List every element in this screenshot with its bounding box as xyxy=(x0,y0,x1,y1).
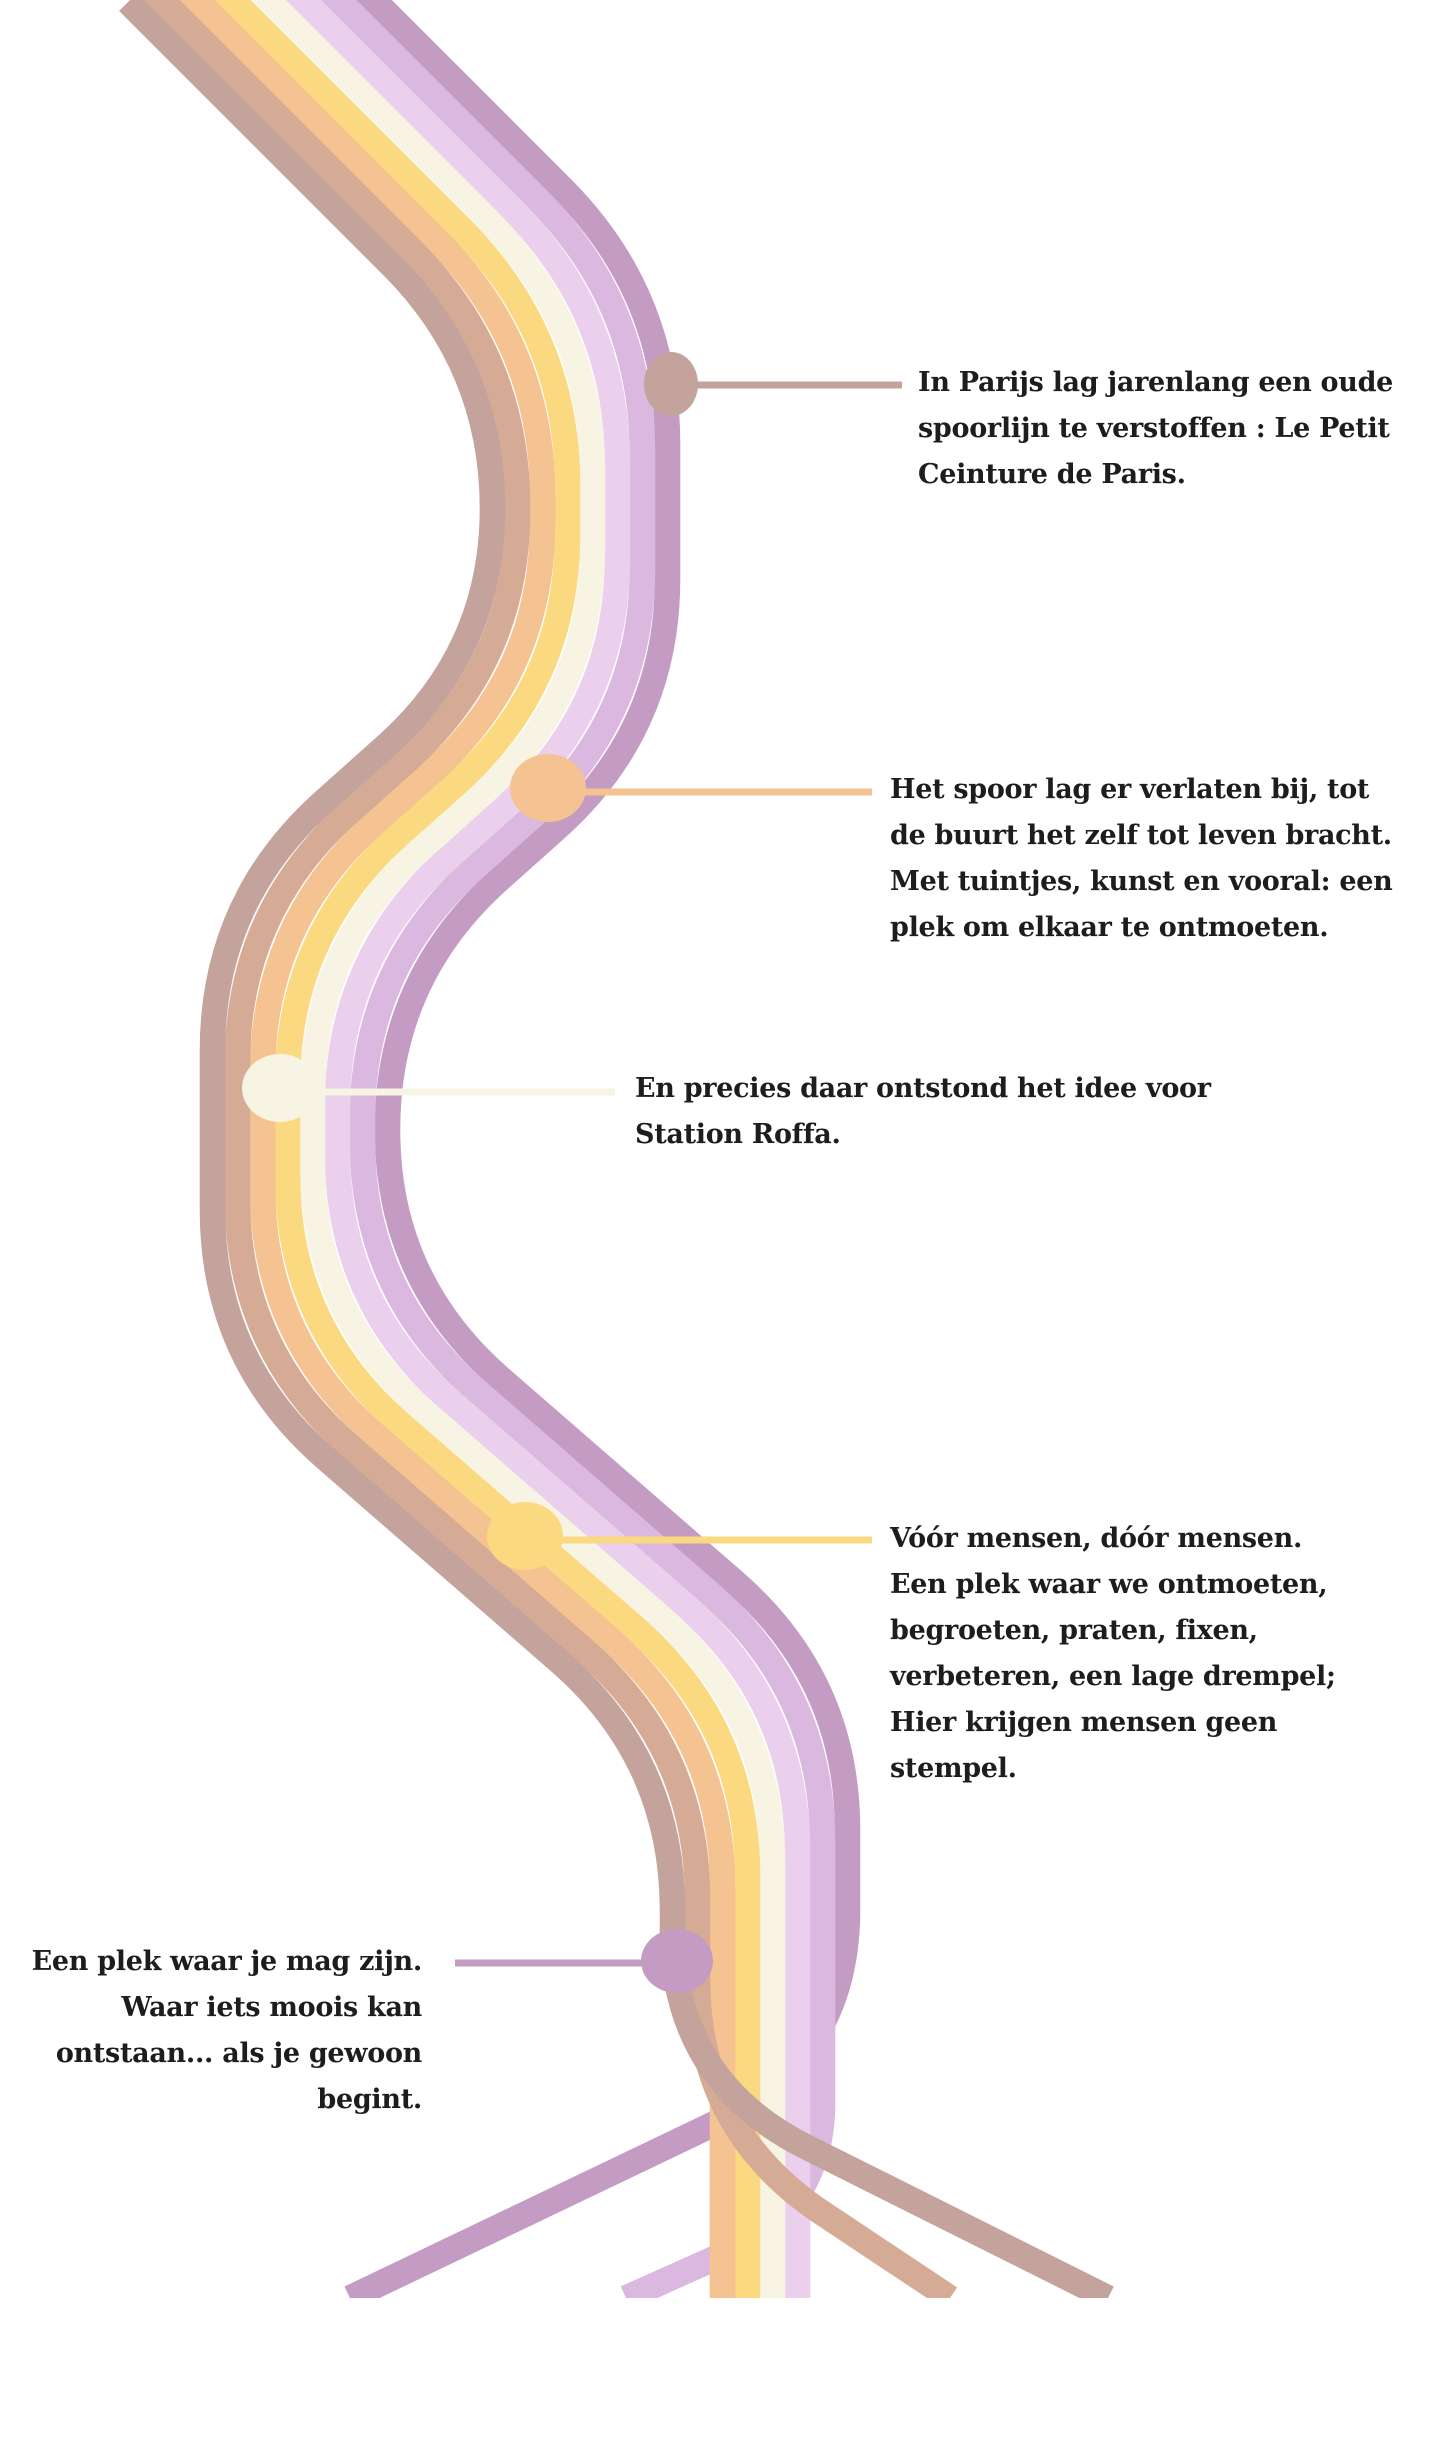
rail-stripe xyxy=(178,0,736,2298)
caption-line: En precies daar ontstond het idee voor xyxy=(635,1073,1211,1104)
caption-line: In Parijs lag jarenlang een oude xyxy=(918,367,1394,398)
caption-line: plek om elkaar te ontmoeten. xyxy=(890,912,1329,943)
rail-stripe xyxy=(249,0,786,2298)
caption-line: ontstaan... als je gewoon xyxy=(55,2038,422,2069)
station-dot-mensen xyxy=(487,1502,563,1570)
caption-line: Met tuintjes, kunst en vooral: een xyxy=(890,866,1393,897)
caption-beginnen: Een plek waar je mag zijn. Waar iets moo… xyxy=(31,1939,423,2123)
bottom-mask xyxy=(0,2298,1440,2446)
caption-line: Een plek waar je mag zijn. xyxy=(31,1946,423,1977)
caption-line: Het spoor lag er verlaten bij, tot xyxy=(890,774,1370,805)
caption-line: spoorlijn te verstoffen : Le Petit xyxy=(918,413,1390,444)
station-dot-idee xyxy=(242,1054,318,1122)
caption-mensen: Vóór mensen, dóór mensen. Een plek waar … xyxy=(890,1516,1336,1792)
caption-line: begroeten, praten, fixen, xyxy=(890,1615,1258,1646)
rail-stripe xyxy=(119,0,1114,2310)
caption-idee: En precies daar ontstond het idee voor S… xyxy=(635,1066,1211,1158)
caption-buurt: Het spoor lag er verlaten bij, tot de bu… xyxy=(890,767,1393,951)
rail-stripe xyxy=(284,0,811,2298)
rail-stripe xyxy=(214,0,761,2298)
station-dot-paris xyxy=(644,352,698,416)
rail-stripe xyxy=(344,0,861,2310)
caption-line: Waar iets moois kan xyxy=(121,1992,422,2023)
caption-line: Een plek waar we ontmoeten, xyxy=(890,1569,1328,1600)
caption-line: begint. xyxy=(317,2084,422,2115)
caption-line: verbeteren, een lage drempel; xyxy=(890,1661,1336,1692)
caption-line: stempel. xyxy=(890,1753,1017,1784)
caption-line: Vóór mensen, dóór mensen. xyxy=(890,1523,1303,1554)
caption-line: Ceinture de Paris. xyxy=(918,459,1186,490)
station-dot-buurt xyxy=(510,754,586,822)
station-markers xyxy=(242,352,902,1993)
rail-stripe xyxy=(143,0,958,2309)
caption-line: Hier krijgen mensen geen xyxy=(890,1707,1278,1738)
rail-stripe xyxy=(320,0,836,2310)
caption-line: de buurt het zelf tot leven bracht. xyxy=(890,820,1392,851)
caption-paris: In Parijs lag jarenlang een oude spoorli… xyxy=(918,360,1393,498)
caption-line: Station Roffa. xyxy=(635,1119,841,1150)
station-dot-beginnen xyxy=(641,1929,713,1993)
